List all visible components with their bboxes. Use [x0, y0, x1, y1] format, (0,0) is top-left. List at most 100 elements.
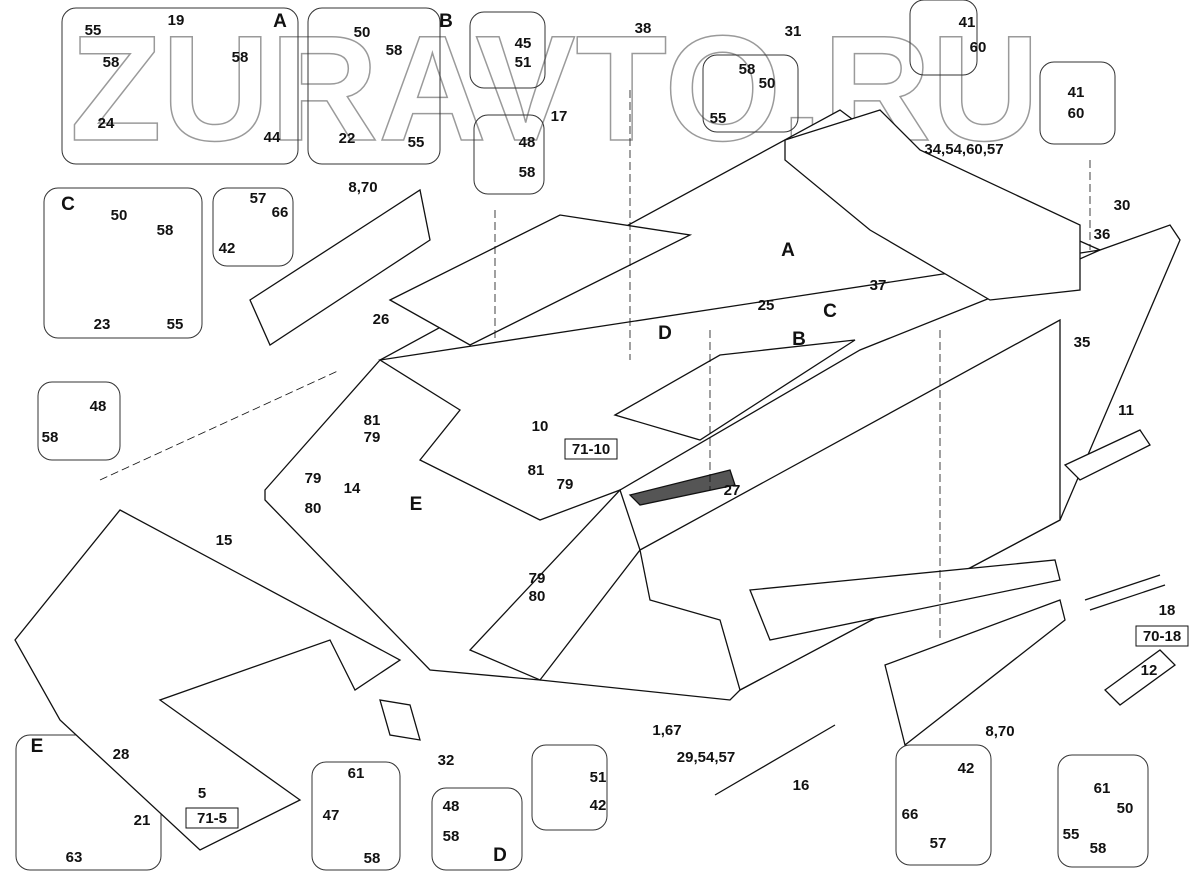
part-label: 80 [305, 500, 322, 517]
part-label: 5 [198, 785, 206, 802]
callout-box [43, 187, 203, 339]
part-label: 50 [354, 24, 371, 41]
part-label: 58 [386, 42, 403, 59]
part-label: 42 [590, 797, 607, 814]
reference-boxes: 71-10 70-18 71-5 [185, 438, 1189, 829]
part-label: 58 [232, 49, 249, 66]
part-label: 32 [438, 752, 455, 769]
part-label: 50 [759, 75, 776, 92]
reference-label: 71-5 [197, 810, 227, 827]
part-label: 28 [113, 746, 130, 763]
part-label: 81 [364, 412, 381, 429]
part-label: 79 [557, 476, 574, 493]
callout-box [212, 187, 294, 267]
part-label: D [493, 845, 507, 866]
part-label: 55 [710, 110, 727, 127]
part-label: 45 [515, 35, 532, 52]
part-label: 79 [305, 470, 322, 487]
part-label: C [823, 301, 837, 322]
part-label: A [273, 11, 287, 32]
part-label: 41 [1068, 84, 1085, 101]
callout-box [307, 7, 441, 165]
part-label: 58 [519, 164, 536, 181]
part-label: 50 [1117, 800, 1134, 817]
part-label: 48 [519, 134, 536, 151]
reference-box [564, 438, 618, 460]
part-label: 55 [167, 316, 184, 333]
part-label: 60 [970, 39, 987, 56]
part-label: B [792, 329, 806, 350]
part-label: 81 [528, 462, 545, 479]
reference-box [185, 807, 239, 829]
part-label: E [410, 494, 423, 515]
callout-box [702, 54, 799, 133]
part-label: 31 [785, 23, 802, 40]
part-label: 22 [339, 130, 356, 147]
part-label: B [439, 11, 453, 32]
part-label: 14 [344, 480, 361, 497]
part-label: 15 [216, 532, 233, 549]
callout-box [37, 381, 121, 461]
part-label: 44 [264, 129, 281, 146]
callout-box [473, 114, 545, 195]
part-label: 18 [1159, 602, 1176, 619]
part-label: 23 [94, 316, 111, 333]
reference-label: 71-10 [572, 441, 610, 458]
part-label: 61 [348, 765, 365, 782]
part-label: 60 [1068, 105, 1085, 122]
part-label: 34,54,60,57 [924, 141, 1003, 158]
callout-box [1057, 754, 1149, 868]
part-label: 41 [959, 14, 976, 31]
part-label: 38 [635, 20, 652, 37]
callout-box [431, 787, 523, 871]
part-label: 47 [323, 807, 340, 824]
part-label: 58 [1090, 840, 1107, 857]
reference-label: 70-18 [1143, 628, 1181, 645]
part-label: 57 [930, 835, 947, 852]
callout-box [895, 744, 992, 866]
part-label: 58 [443, 828, 460, 845]
part-label: 50 [111, 207, 128, 224]
part-label: 63 [66, 849, 83, 866]
part-label: 21 [134, 812, 151, 829]
part-label: 36 [1094, 226, 1111, 243]
part-label: 25 [758, 297, 775, 314]
part-label: 80 [529, 588, 546, 605]
part-label: 58 [42, 429, 59, 446]
part-label: C [61, 194, 75, 215]
part-label: 8,70 [348, 179, 377, 196]
part-label: 27 [724, 482, 741, 499]
reference-box [1135, 625, 1189, 647]
part-label: 11 [1118, 402, 1134, 419]
part-label: 58 [103, 54, 120, 71]
part-label: 35 [1074, 334, 1091, 351]
callout-box [531, 744, 608, 831]
part-label: 79 [364, 429, 381, 446]
part-label: 61 [1094, 780, 1111, 797]
part-label: 37 [870, 277, 887, 294]
part-label: 66 [272, 204, 289, 221]
frame-body [14, 90, 1181, 851]
part-label: 57 [250, 190, 267, 207]
callout-box [909, 0, 978, 76]
part-label: 30 [1114, 197, 1131, 214]
callout-box [61, 7, 299, 165]
part-label: 1,67 [652, 722, 681, 739]
part-label: 55 [1063, 826, 1080, 843]
part-label: E [31, 736, 44, 757]
part-label: 48 [90, 398, 107, 415]
part-label: 16 [793, 777, 810, 794]
part-label: 19 [168, 12, 185, 29]
part-label: 10 [532, 418, 549, 435]
part-label: 17 [551, 108, 568, 125]
part-label: 51 [515, 54, 532, 71]
callout-boxes [15, 0, 1149, 871]
part-label: A [781, 240, 795, 261]
part-label: 26 [373, 311, 390, 328]
part-label: 48 [443, 798, 460, 815]
part-label: 79 [529, 570, 546, 587]
part-label: 42 [219, 240, 236, 257]
